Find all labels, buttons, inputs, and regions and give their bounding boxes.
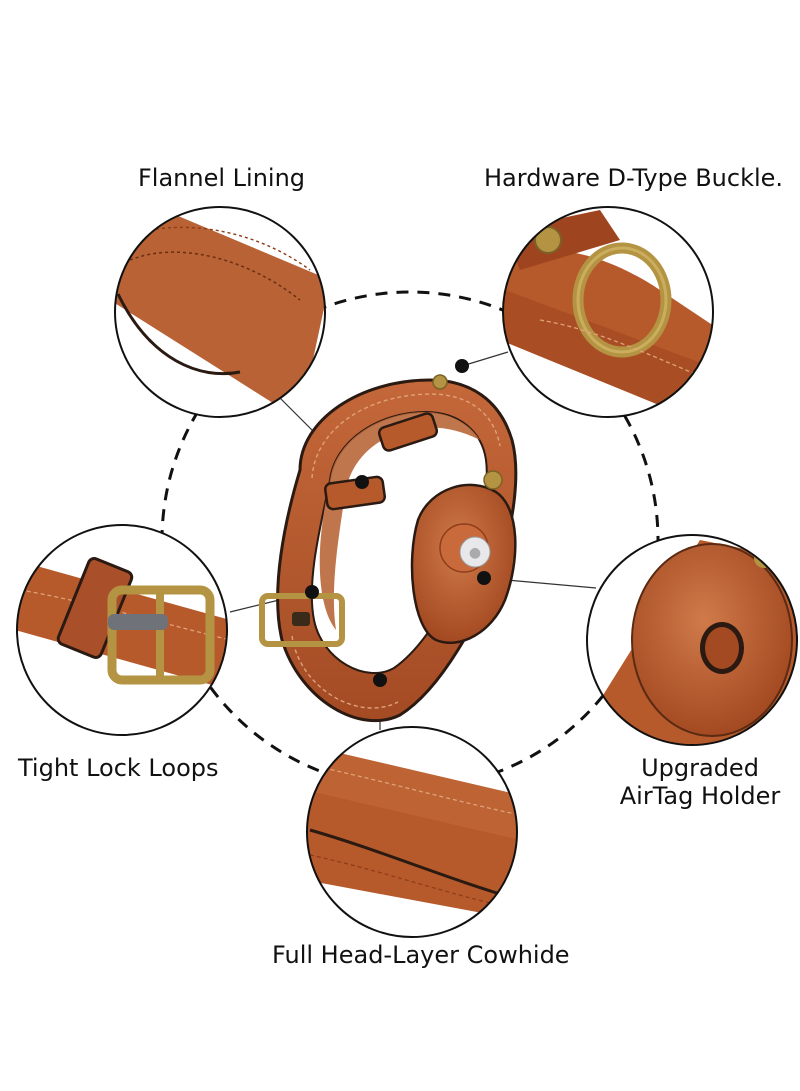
cowhide-label: Full Head-Layer Cowhide	[272, 941, 570, 969]
svg-text:●: ●	[469, 545, 481, 561]
airtag-holder-label: Upgraded AirTag Holder	[610, 754, 790, 810]
airtag-holder-label-line2: AirTag Holder	[619, 782, 781, 810]
tight-loops-detail	[16, 524, 228, 736]
d-buckle-label: Hardware D-Type Buckle.	[484, 164, 784, 192]
flannel-lining-label: Flannel Lining	[138, 164, 306, 192]
d-buckle-detail	[502, 206, 714, 418]
tight-loops-label: Tight Lock Loops	[18, 754, 219, 782]
cowhide-detail	[306, 726, 518, 938]
airtag-holder-label-line1: Upgraded	[641, 754, 759, 782]
flannel-lining-detail	[114, 206, 326, 418]
collar-illustration: ●	[259, 359, 518, 723]
airtag-holder-detail	[586, 534, 798, 746]
